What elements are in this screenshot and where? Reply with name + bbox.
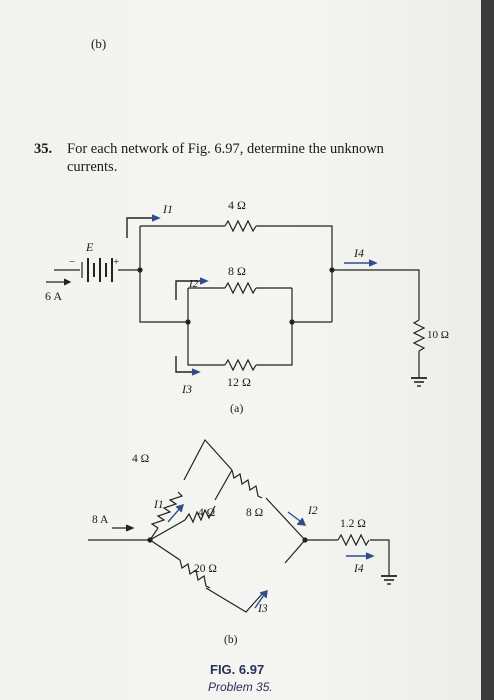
label-sub-b: (b) <box>224 634 238 646</box>
label-plus: + <box>113 256 119 268</box>
label-r-left-top: 4 Ω <box>132 453 149 465</box>
resistor-4-ohm-a <box>224 219 257 233</box>
circuit-a: 4 Ω 8 Ω 12 Ω 10 Ω E 6 A + − I1 I2 I3 I4 … <box>45 198 449 415</box>
previous-figure-label: (b) <box>91 36 107 51</box>
label-minus: − <box>69 256 75 268</box>
label-i1-a: I1 <box>162 202 173 216</box>
problem-text-line1: For each network of Fig. 6.97, determine… <box>67 141 384 157</box>
circuit-b: 4 Ω 4 Ω 8 Ω 20 Ω 1.2 Ω 8 A I1 I2 I3 I4 (… <box>88 438 397 646</box>
circuit-diagrams: 4 Ω 8 Ω 12 Ω 10 Ω E 6 A + − I1 I2 I3 I4 … <box>45 198 449 646</box>
ground-symbol-a <box>411 377 427 387</box>
label-r-center-left: 4 Ω <box>198 507 215 519</box>
label-i3-b: I3 <box>257 603 268 615</box>
label-i4-a: I4 <box>353 246 364 260</box>
label-r-bot: 12 Ω <box>227 375 251 389</box>
label-r-right-top: 8 Ω <box>246 507 263 519</box>
label-i3-a: I3 <box>181 382 192 396</box>
resistor-12-ohm-a <box>224 358 257 372</box>
resistor-20-ohm <box>179 559 211 589</box>
resistor-4-ohm-left <box>150 491 184 529</box>
resistor-8-ohm-a <box>224 281 257 295</box>
label-r-top: 4 Ω <box>228 198 246 212</box>
label-source-current-b: 8 A <box>92 514 109 526</box>
label-source-e: E <box>85 240 94 254</box>
label-r-bottom-left: 20 Ω <box>194 563 217 575</box>
label-i1-b: I1 <box>153 499 164 511</box>
battery-symbol <box>81 258 113 282</box>
label-i2-b: I2 <box>307 505 318 517</box>
label-i4-b: I4 <box>353 563 364 575</box>
label-r-load: 10 Ω <box>427 329 449 341</box>
problem-number: 35. <box>34 141 53 157</box>
resistor-8-ohm-right <box>231 469 263 499</box>
problem-text-line2: currents. <box>67 159 118 175</box>
resistor-4-ohm-center <box>184 505 216 524</box>
figure-caption: FIG. 6.97 <box>210 662 265 677</box>
screen-edge <box>481 0 494 700</box>
label-sub-a: (a) <box>230 401 243 415</box>
label-r-mid: 8 Ω <box>228 264 246 278</box>
ground-symbol-b <box>381 575 397 585</box>
label-i2-a: I2 <box>188 278 199 290</box>
resistor-1-2-ohm <box>337 533 370 547</box>
textbook-page <box>0 0 481 700</box>
resistor-10-ohm-a <box>412 319 426 352</box>
figure-subcaption: Problem 35. <box>208 680 273 694</box>
label-source-current: 6 A <box>45 289 62 303</box>
label-r-series: 1.2 Ω <box>340 518 366 530</box>
